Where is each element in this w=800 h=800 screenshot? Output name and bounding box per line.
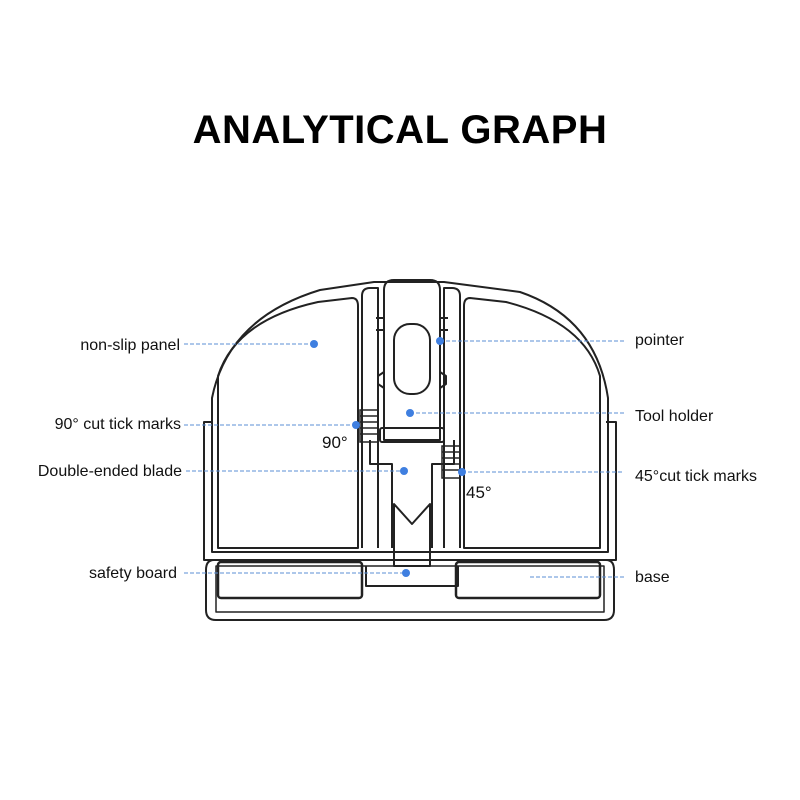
holder-guide-left [376, 317, 384, 331]
right-side-tab [606, 421, 617, 561]
left-panel [217, 297, 359, 549]
right-safety-board [454, 560, 602, 600]
tool-holder-foot [379, 427, 445, 443]
angle-label-45: 45° [466, 483, 492, 502]
label-cut-45-tick-marks: 45°cut tick marks [635, 468, 757, 485]
label-safety-board: safety board [89, 565, 177, 582]
callout-dots [310, 337, 466, 577]
right-rail [443, 287, 461, 548]
pointer-window [393, 323, 431, 395]
tool-holder-body [383, 279, 441, 441]
holder-notch-right [439, 371, 447, 389]
cut-45-tick-marks [441, 445, 461, 479]
left-safety-board [216, 560, 364, 600]
diagram-title: ANALYTICAL GRAPH [192, 108, 608, 152]
left-side-tab [203, 421, 214, 561]
label-base: base [635, 569, 670, 586]
leader-lines [184, 340, 624, 578]
dot-tool-holder [406, 409, 414, 417]
label-non-slip-panel: non-slip panel [80, 337, 180, 354]
base-inner-rim [215, 565, 605, 613]
dot-safety-board [402, 569, 410, 577]
cut-90-tick-marks [359, 409, 379, 443]
double-ended-blade [393, 503, 431, 567]
dot-pointer [436, 337, 444, 345]
dot-double-ended-blade [400, 467, 408, 475]
label-cut-90-tick-marks: 90° cut tick marks [55, 416, 181, 433]
right-panel [463, 297, 601, 549]
left-rail [361, 287, 379, 548]
label-double-ended-blade: Double-ended blade [38, 463, 182, 480]
dot-cut-45 [458, 468, 466, 476]
holder-notch-left [377, 371, 385, 389]
base-plate [205, 559, 615, 621]
dot-cut-90 [352, 421, 360, 429]
center-base-bar [365, 566, 459, 587]
angle-label-90: 90° [322, 433, 348, 452]
label-pointer: pointer [635, 332, 685, 349]
label-tool-holder: Tool holder [635, 408, 714, 425]
holder-guide-right [440, 317, 448, 331]
dot-non-slip-panel [310, 340, 318, 348]
tool-body [203, 279, 617, 621]
